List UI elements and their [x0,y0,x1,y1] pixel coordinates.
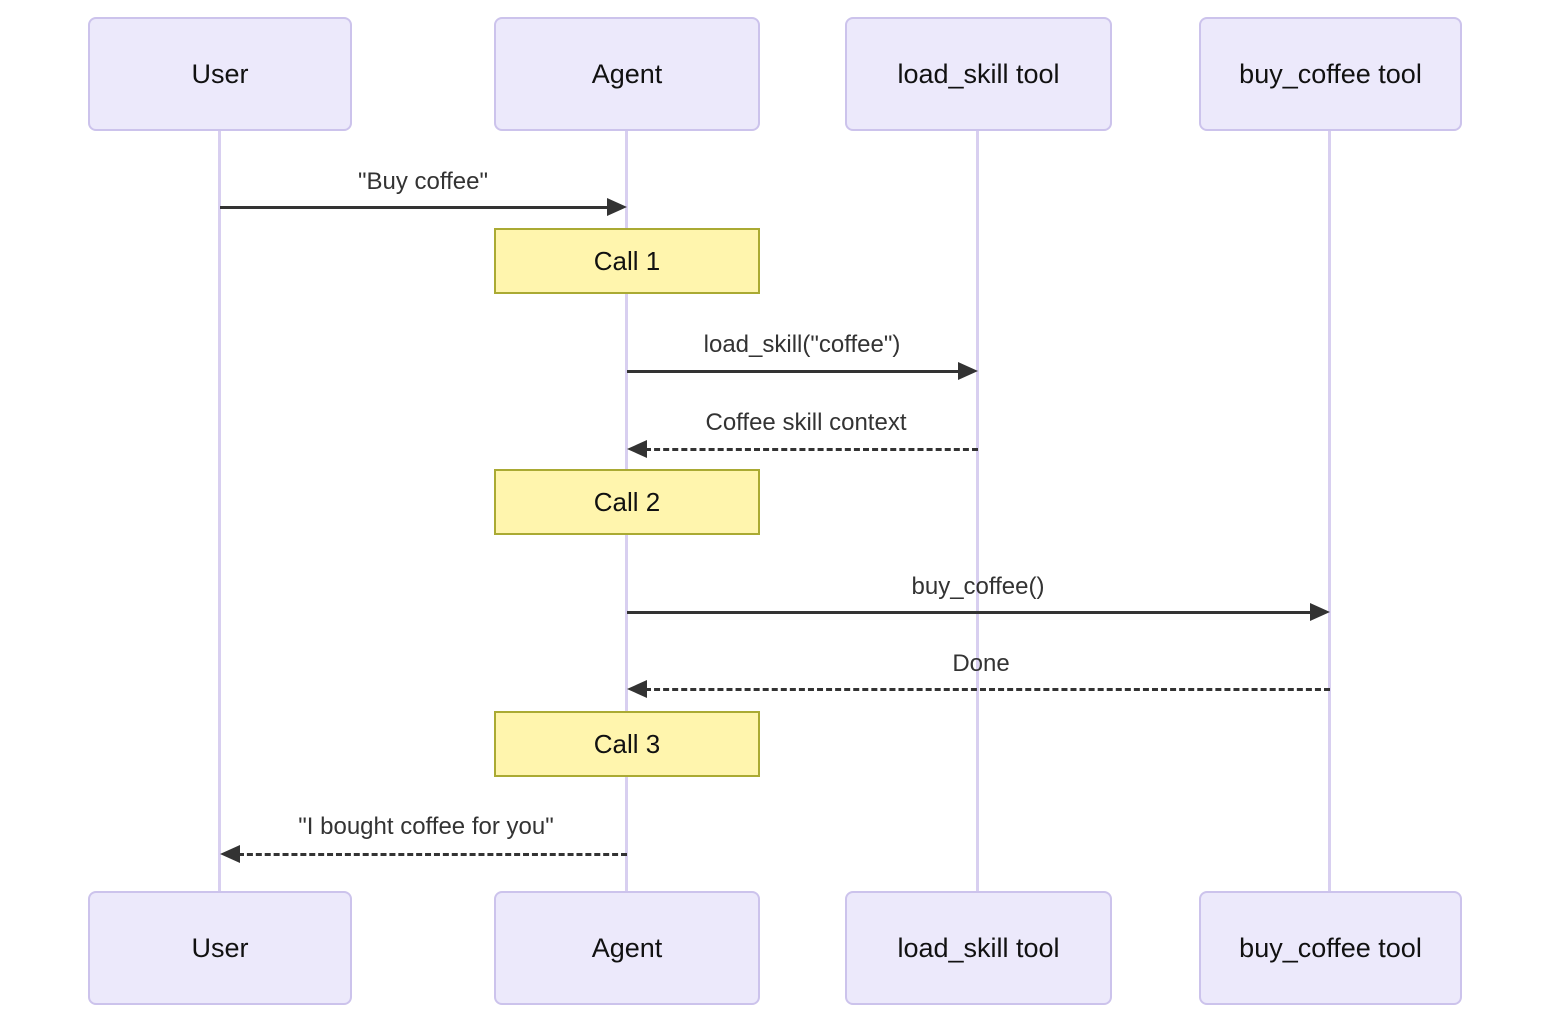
arrowhead-left-icon [627,680,647,698]
actor-buy-coffee-bottom: buy_coffee tool [1199,891,1462,1005]
actor-load-skill-label: load_skill tool [897,932,1060,963]
message-line-done [645,688,1330,691]
lifeline-user [218,131,221,891]
message-label-buy-coffee-request: "Buy coffee" [357,168,489,195]
note-call-1-label: Call 1 [593,245,661,276]
message-line-load-skill [627,370,960,373]
actor-user-bottom: User [88,891,352,1005]
lifeline-load-skill [976,131,979,891]
message-line-bought-coffee [238,853,627,856]
arrowhead-right-icon [607,198,627,216]
message-label-done: Done [952,650,1010,677]
message-label-buy-coffee-call: buy_coffee() [911,573,1045,600]
lifeline-buy-coffee [1328,131,1331,891]
actor-agent-top: Agent [494,17,760,131]
message-line-buy-coffee-request [220,206,610,209]
arrowhead-right-icon [958,362,978,380]
actor-user-label: User [191,58,249,89]
message-label-coffee-skill-context: Coffee skill context [705,409,907,436]
message-label-bought-coffee: "I bought coffee for you" [298,813,554,840]
actor-load-skill-label: load_skill tool [897,58,1060,89]
arrowhead-right-icon [1310,603,1330,621]
note-call-3: Call 3 [494,711,760,777]
actor-load-skill-bottom: load_skill tool [845,891,1112,1005]
actor-buy-coffee-label: buy_coffee tool [1239,932,1422,963]
note-call-3-label: Call 3 [593,728,661,759]
arrowhead-left-icon [220,845,240,863]
note-call-2-label: Call 2 [593,486,661,517]
actor-agent-bottom: Agent [494,891,760,1005]
message-line-coffee-skill-context [645,448,978,451]
note-call-2: Call 2 [494,469,760,535]
message-label-load-skill: load_skill("coffee") [703,331,901,358]
actor-agent-label: Agent [591,58,663,89]
actor-user-top: User [88,17,352,131]
actor-buy-coffee-top: buy_coffee tool [1199,17,1462,131]
note-call-1: Call 1 [494,228,760,294]
arrowhead-left-icon [627,440,647,458]
actor-buy-coffee-label: buy_coffee tool [1239,58,1422,89]
actor-load-skill-top: load_skill tool [845,17,1112,131]
actor-user-label: User [191,932,249,963]
actor-agent-label: Agent [591,932,663,963]
message-line-buy-coffee-call [627,611,1312,614]
